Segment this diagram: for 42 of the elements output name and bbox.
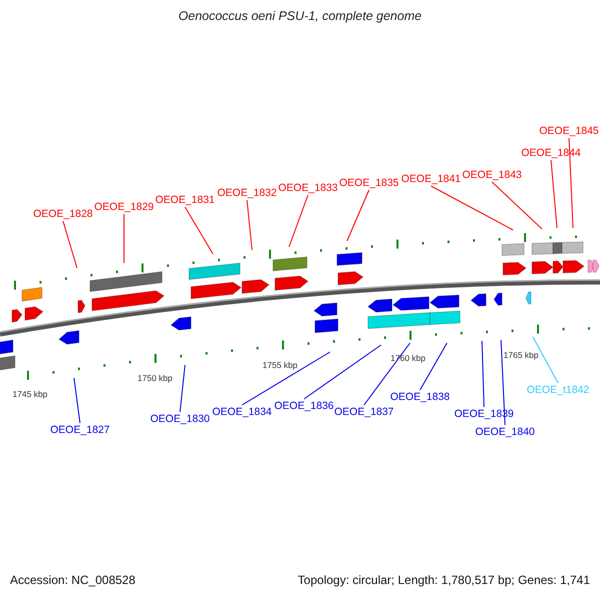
footer-text: Accession: NC_008528 [10,573,136,587]
title: Oenococcus oeni PSU-1, complete genome [177,9,423,23]
gene-label: OEOE_1841 [401,173,461,185]
leader-line [492,182,542,230]
gene-label: OEOE_1838 [390,391,450,403]
leader-line [568,138,574,228]
leader-line [242,352,330,406]
leader-line [62,220,78,268]
gene-label: OEOE_1845 [539,125,599,137]
leader-line [420,342,448,390]
scale-label: 1755 kbp [262,360,298,370]
gene-label: OEOE_1835 [339,177,399,189]
leader-line [288,194,308,248]
gene-label: OEOE_1840 [475,426,535,438]
scale-label: 1750 kbp [138,373,172,383]
leader-line [74,378,80,424]
leader-line [304,344,382,400]
leader-line [346,190,370,242]
gene-label: OEOE_1828 [33,208,93,220]
gene-label: OEOE_1829 [94,201,154,213]
footer-text: Topology: circular; Length: 1,780,517 bp; Genes: 1,741 [298,573,590,587]
gene-label: OEOE_1827 [50,424,110,436]
leader-line [482,340,484,408]
leader-line [184,206,214,254]
gene-label: OEOE_1831 [155,194,215,206]
gene-label: OEOE_t1842 [526,384,590,396]
leader-line [246,200,252,250]
gene-label: OEOE_1833 [278,182,338,194]
leader-line [532,336,558,384]
gene-label: OEOE_1832 [217,187,277,199]
leader-line [500,340,506,426]
gene-label: OEOE_1836 [274,400,334,412]
leader-line [180,364,186,412]
leader-line [550,160,558,228]
gene-label: OEOE_1837 [334,406,394,418]
gene-label: OEOE_1830 [150,413,210,425]
gene-label: OEOE_1843 [462,169,522,181]
leader-line [364,342,410,406]
scale-label: 1745 kbp [12,389,48,399]
leader-line [430,186,514,230]
scale-label: 1765 kbp [504,350,538,360]
gene-label: OEOE_1834 [212,406,272,418]
